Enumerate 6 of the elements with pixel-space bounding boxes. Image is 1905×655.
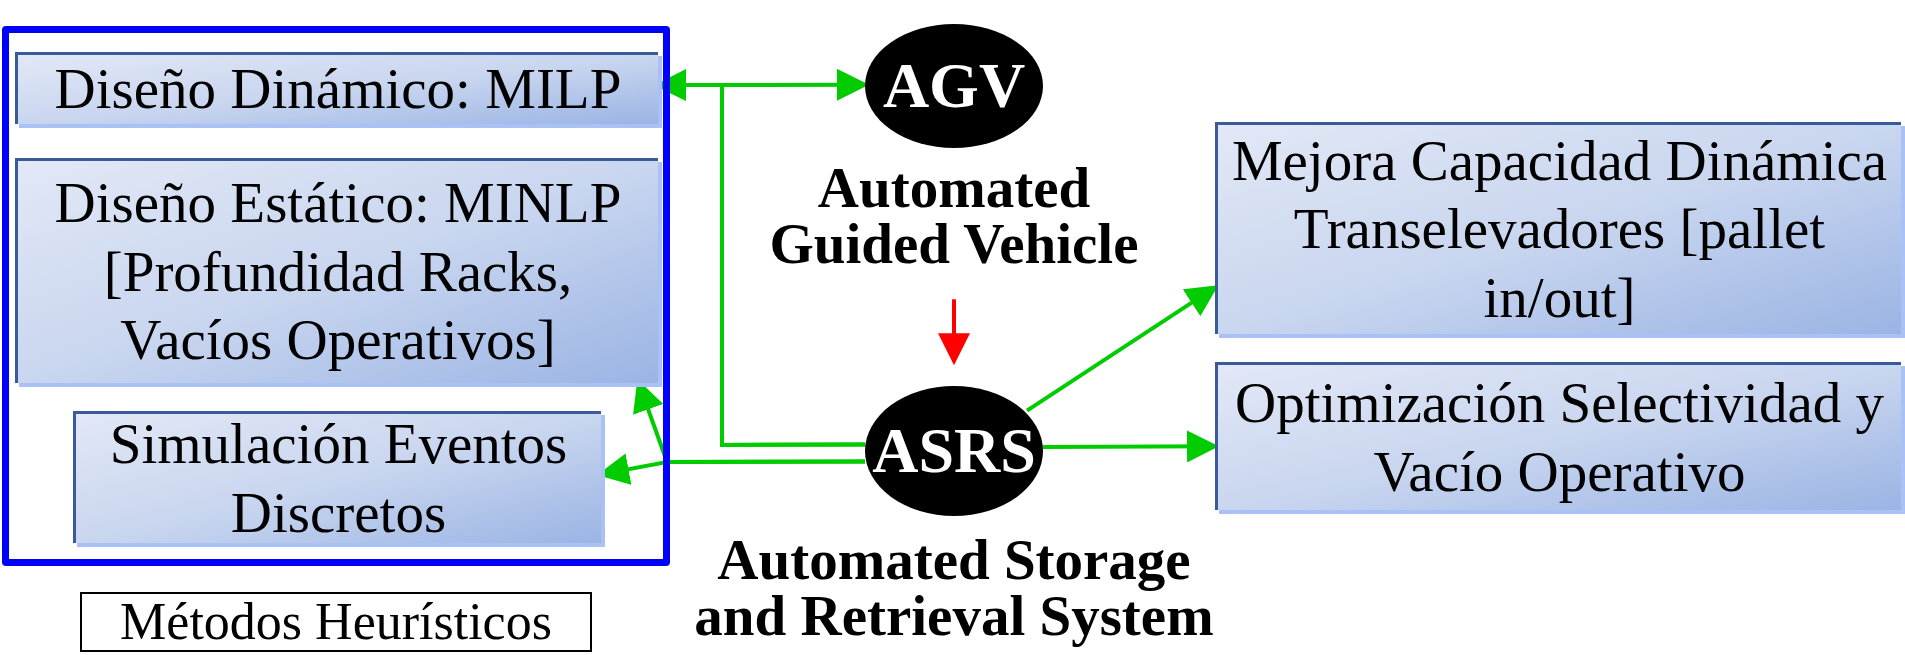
group-frame [2, 26, 670, 566]
node-circle: ASRS [865, 386, 1043, 516]
caption-text: Automated Guided Vehicle [768, 160, 1140, 272]
node-circle: AGV [865, 24, 1043, 148]
caption-box: Métodos Heurísticos [80, 592, 592, 652]
arrow [938, 299, 970, 366]
